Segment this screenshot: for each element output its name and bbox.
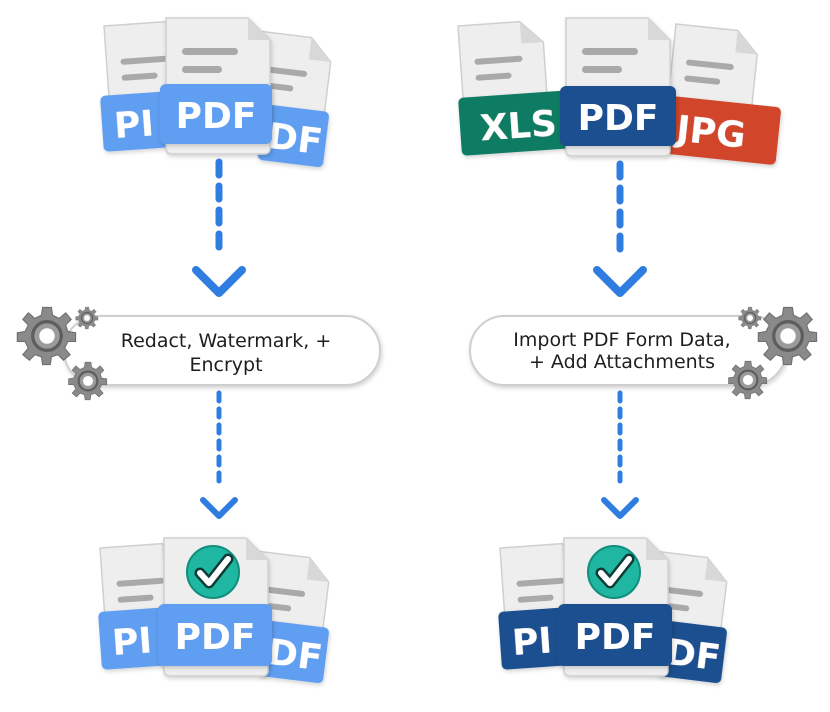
doc-badge-right: DF [257,104,329,168]
doc-badge-label: DF [266,116,325,163]
doc-badge-label: XLS [479,103,558,149]
flow-arrow-down [601,390,639,519]
doc-badge-label: DF [266,632,325,679]
doc-badge-left: PI [100,91,170,152]
doc-badge-left: PI [98,607,168,670]
process-label-line1: Import PDF Form Data, [513,329,730,351]
doc-badge-label: PI [111,620,154,664]
checkmark-icon [187,546,239,598]
process-label-line2: + Add Attachments [529,351,715,373]
doc-badge-left: PI [498,607,568,670]
doc-badge-right: JPG [666,96,781,165]
right-input-stack: XLS JPG PDF [457,17,781,165]
doc-badge-label: PDF [575,617,656,658]
right-output-stack: PI DF PDF [498,537,731,684]
left-output-stack: PI DF PDF [98,537,333,684]
doc-badge-label: PDF [176,96,257,137]
left-input-stack: PI DF PDF [100,17,335,168]
doc-badge-label: PDF [175,617,256,658]
doc-badge-main: PDF [158,604,272,666]
process-label-line2: Encrypt [189,354,262,376]
left-process-step: Redact, Watermark, + Encrypt [15,305,381,401]
doc-badge-label: PDF [578,98,659,139]
checkmark-icon [588,546,640,598]
doc-badge-label: PI [511,620,554,664]
doc-badge-label: DF [664,632,723,679]
doc-badge-right: DF [257,620,329,684]
doc-badge-label: JPG [671,108,747,156]
doc-badge-right: DF [655,620,727,684]
doc-badge-main: PDF [558,604,672,666]
flow-arrow-down [593,160,647,297]
right-process-step: Import PDF Form Data, + Add Attachments [469,305,819,400]
flow-arrow-down [192,158,246,297]
doc-badge-left: XLS [458,90,572,156]
doc-badge-label: PI [113,103,156,147]
doc-badge-main: PDF [560,86,676,146]
process-label-line1: Redact, Watermark, + [121,330,332,352]
flow-arrow-down [200,390,238,519]
doc-badge-main: PDF [160,84,272,144]
